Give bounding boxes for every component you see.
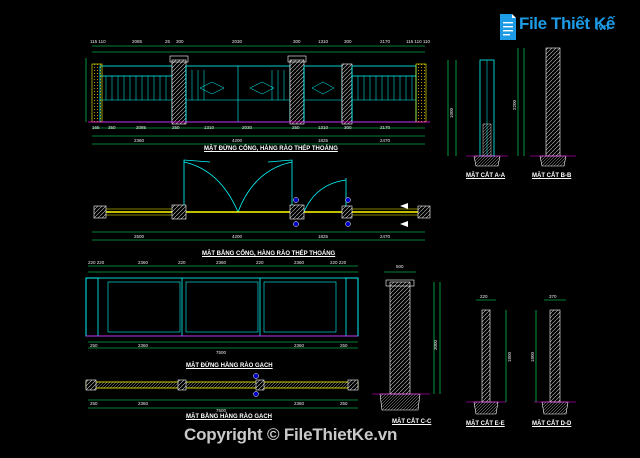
dim-label: 250 — [340, 343, 348, 348]
dim-label: 115 110 — [90, 39, 106, 44]
title-section-dd: MẶT CẮT D-D — [532, 421, 572, 427]
dim-label: 220 — [178, 260, 186, 265]
dim-label: 350 — [108, 125, 116, 130]
dim-label: 2085 — [132, 39, 143, 44]
title-section-aa: MẶT CẮT A-A — [466, 173, 506, 179]
dim-label: 2360 — [216, 260, 227, 265]
dim-label: 2360 — [138, 343, 149, 348]
dim-label: 300 — [293, 39, 301, 44]
dim-label: 250 — [90, 343, 98, 348]
dim-label: 1310 — [318, 39, 329, 44]
brick-plan — [85, 373, 359, 409]
dim-label: 7500 — [216, 350, 227, 355]
copyright-watermark: Copyright © FileThietKe.vn — [184, 425, 398, 444]
title-gate-plan: MẶT BẰNG CỔNG, HÀNG RÀO THÉP THOÁNG — [202, 251, 336, 257]
title-brick-plan: MẶT BẰNG HÀNG RÀO GẠCH — [186, 414, 272, 420]
section-cc — [372, 271, 441, 411]
gate-plan — [92, 159, 431, 241]
title-section-cc: MẶT CẮT C-C — [392, 419, 432, 425]
dim-label: 2360 — [294, 401, 305, 406]
brick-elevation — [85, 265, 359, 349]
dim-label: 4200 — [232, 138, 243, 143]
title-section-bb: MẶT CẮT B-B — [532, 173, 572, 179]
dim-label: 165 — [92, 125, 100, 130]
section-bb — [517, 47, 576, 167]
title-gate-elevation: MẶT ĐỨNG CỔNG, HÀNG RÀO THÉP THOÁNG — [204, 146, 338, 152]
dim-label: 2170 — [380, 39, 391, 44]
dim-label: 2170 — [380, 125, 391, 130]
dim-label: 2360 — [134, 138, 145, 143]
dim-label: 2360 — [138, 260, 149, 265]
dim-label: 2030 — [242, 125, 253, 130]
dim-label: 2085 — [136, 125, 147, 130]
dim-label: 2360 — [138, 401, 149, 406]
dim-label: 1800 — [530, 351, 535, 362]
dim-label: 300 — [176, 39, 184, 44]
dim-label: 370 — [549, 294, 557, 299]
dim-label: 3000 — [433, 339, 438, 350]
dim-label: 300 — [344, 125, 352, 130]
section-dd — [534, 299, 576, 415]
title-section-ee: MẶT CẮT E-E — [466, 421, 505, 427]
logo-domain: .vn — [596, 22, 610, 32]
dim-label: 220 — [480, 294, 488, 299]
section-ee — [466, 299, 507, 415]
dim-label: 250 — [90, 401, 98, 406]
dim-label: 1825 — [318, 138, 329, 143]
dim-label: 220 220 — [330, 260, 347, 265]
dim-label: 1800 — [507, 351, 512, 362]
dim-label: 115 110 110 — [406, 39, 431, 44]
dim-label: 220 220 — [88, 260, 105, 265]
dim-label: 2030 — [232, 39, 243, 44]
title-brick-elevation: MẶT ĐỨNG HÀNG RÀO GẠCH — [186, 363, 273, 369]
dim-label: 25 — [165, 39, 171, 44]
dim-label: 2360 — [294, 260, 305, 265]
section-aa — [447, 59, 508, 167]
logo-text: File Thiết Kế — [519, 14, 615, 33]
dim-label: 220 — [256, 260, 264, 265]
gate-elevation — [85, 45, 430, 145]
dim-label: 2200 — [512, 99, 517, 110]
dim-label: 1825 — [318, 234, 329, 239]
dim-label: 1310 — [204, 125, 215, 130]
dim-label: 250 — [340, 401, 348, 406]
dim-label: 250 — [172, 125, 180, 130]
dim-label: 300 — [344, 39, 352, 44]
dim-label: 1000 — [449, 107, 454, 118]
dim-label: 500 — [396, 264, 404, 269]
dim-label: 4200 — [232, 234, 243, 239]
dim-label: 2470 — [380, 138, 391, 143]
dim-label: 250 — [292, 125, 300, 130]
dim-label: 2500 — [134, 234, 145, 239]
dim-label: 2470 — [380, 234, 391, 239]
logo-graphic — [500, 14, 516, 40]
dim-label: 1310 — [318, 125, 329, 130]
dim-label: 7500 — [216, 408, 227, 413]
dim-label: 2360 — [294, 343, 305, 348]
